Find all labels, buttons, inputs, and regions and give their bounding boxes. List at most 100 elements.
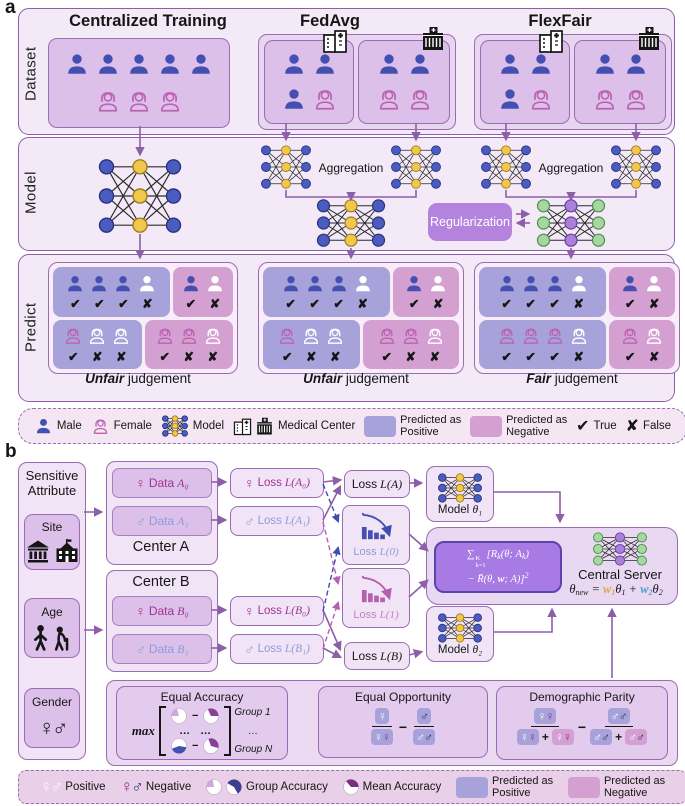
check-icon: ✔ bbox=[159, 349, 170, 364]
female-icon bbox=[95, 90, 121, 113]
male-symbol-icon: ♂ bbox=[135, 513, 146, 529]
male-icon bbox=[126, 53, 152, 76]
male-icon bbox=[188, 53, 214, 76]
predicted-negative-male-group: ✔✘ bbox=[393, 267, 459, 317]
regularization-box: Regularization bbox=[428, 203, 512, 241]
centralized-predict-box: ✔✔✔✘ ✔✘ ✔✘✘ ✔✘✘ bbox=[48, 262, 238, 374]
female-symbol-icon: ♀ bbox=[545, 709, 554, 723]
female-icon bbox=[110, 327, 132, 345]
column-header-centralized: Centralized Training bbox=[69, 12, 227, 30]
female-icon bbox=[568, 327, 590, 345]
female-patient-row bbox=[49, 90, 229, 113]
male-icon bbox=[312, 53, 338, 76]
model-network-icon bbox=[161, 414, 189, 438]
dark-building-icon bbox=[636, 26, 662, 52]
male-symbol-icon: ♂ bbox=[618, 709, 628, 723]
positive-swatch bbox=[364, 415, 397, 437]
male-icon bbox=[497, 88, 523, 111]
female-icon bbox=[276, 327, 298, 345]
female-icon bbox=[178, 327, 200, 345]
equal-accuracy-title: Equal Accuracy bbox=[160, 690, 244, 704]
column-header-flexfair: FlexFair bbox=[528, 12, 592, 30]
loss-la-box: Loss L(A) bbox=[344, 470, 410, 498]
panel-a-label: a bbox=[5, 0, 16, 18]
female-positive-badge: ♀♀ bbox=[534, 708, 557, 724]
male-icon bbox=[619, 275, 641, 293]
female-icon bbox=[202, 327, 224, 345]
patient-row bbox=[359, 88, 449, 111]
check-icon: ✔ bbox=[549, 297, 560, 311]
fedavg-global-network-icon bbox=[316, 198, 386, 248]
female-symbol-icon: ♀ bbox=[244, 475, 255, 491]
equal-accuracy-box: Equal Accuracy max − …… − Group 1 … Grou… bbox=[116, 686, 288, 760]
cross-icon: ✘ bbox=[648, 297, 660, 311]
flexfair-local-network-icon bbox=[480, 144, 532, 190]
predicted-positive-male-group: ✔✔✔✘ bbox=[263, 267, 391, 317]
legend-item-medical-center: Medical Center bbox=[233, 417, 355, 436]
male-icon bbox=[281, 53, 307, 76]
male-icon bbox=[112, 275, 134, 293]
male-positive-badge: ♂ bbox=[417, 708, 432, 724]
female-positive-badge: ♀ bbox=[374, 708, 389, 724]
left-bracket bbox=[158, 706, 166, 756]
legend-label: Female bbox=[113, 420, 152, 432]
fedavg-site2-box bbox=[358, 40, 450, 124]
female-symbol-icon: ♀ bbox=[519, 730, 529, 744]
legend-item-female: Female bbox=[91, 418, 152, 435]
male-icon bbox=[623, 53, 649, 76]
cross-icon: ✘ bbox=[330, 349, 341, 364]
mean-accuracy-pie-icon bbox=[203, 708, 220, 724]
female-icon bbox=[62, 327, 84, 345]
cross-icon: ✘ bbox=[573, 297, 584, 311]
predict-row-label: Predict bbox=[22, 302, 40, 352]
positive-swatch bbox=[456, 776, 489, 798]
cross-icon: ✘ bbox=[209, 297, 221, 311]
legend-label: Model bbox=[192, 420, 225, 432]
dark-building-icon bbox=[420, 26, 446, 52]
female-symbol-icon: ♀ bbox=[244, 603, 255, 619]
male-symbol-icon: ♂ bbox=[628, 730, 637, 744]
male-icon bbox=[157, 53, 183, 76]
male-icon bbox=[544, 275, 566, 293]
male-symbol-icon: ♂ bbox=[636, 730, 645, 744]
female-symbol-icon: ♀ bbox=[135, 603, 146, 619]
model-row-label: Model bbox=[22, 171, 40, 215]
flexfair-predict-box: ✔✔✔✘ ✔✘ ✔✔✔✘ ✔✘ bbox=[474, 262, 680, 374]
fedavg-predict-box: ✔✔✔✘ ✔✘ ✔✘✘ ✔✘✘ bbox=[258, 262, 464, 374]
legend-item-true: ✔ True bbox=[576, 416, 617, 436]
cross-icon: ✘ bbox=[432, 297, 444, 311]
negative-gender-icons: ♀♂ bbox=[120, 777, 143, 796]
male-icon bbox=[328, 275, 350, 293]
cross-icon: ✘ bbox=[92, 349, 103, 364]
aggregation-label: Aggregation bbox=[538, 161, 604, 175]
female-icon bbox=[407, 88, 433, 111]
right-bracket bbox=[224, 706, 232, 756]
predicted-negative-male-group: ✔✘ bbox=[172, 267, 233, 317]
equal-opportunity-box: Equal Opportunity ♀♀♀ − ♂♂♂ bbox=[318, 686, 488, 758]
age-label: Age bbox=[41, 604, 63, 619]
panel-b-label: b bbox=[5, 441, 17, 462]
legend-item-negative: ♀♂ Negative bbox=[120, 777, 192, 796]
check-icon: ✔ bbox=[68, 349, 79, 364]
cross-icon: ✘ bbox=[306, 349, 317, 364]
fedavg-local-network-icon bbox=[390, 144, 442, 190]
predicted-positive-male-group: ✔✔✔✘ bbox=[479, 267, 607, 317]
loss-b1-box: ♂ Loss L(B₁) bbox=[230, 634, 324, 664]
patient-row bbox=[481, 88, 569, 111]
gender-box: Gender ♀♂ bbox=[24, 688, 80, 748]
female-icon bbox=[376, 327, 398, 345]
check-icon: ✔ bbox=[309, 297, 320, 311]
fedavg-local-network-icon bbox=[260, 144, 312, 190]
max-operator: max bbox=[131, 723, 155, 738]
age-icon bbox=[31, 624, 73, 651]
predicted-negative-female-group: ✔✘✘ bbox=[362, 319, 459, 369]
group-accuracy-pie-icon bbox=[171, 708, 187, 724]
negative-swatch bbox=[567, 776, 600, 798]
male-icon bbox=[643, 275, 665, 293]
demographic-parity-title: Demographic Parity bbox=[529, 690, 635, 704]
female-icon bbox=[154, 327, 176, 345]
model-network-icon bbox=[437, 612, 483, 644]
female-icon bbox=[643, 327, 665, 345]
